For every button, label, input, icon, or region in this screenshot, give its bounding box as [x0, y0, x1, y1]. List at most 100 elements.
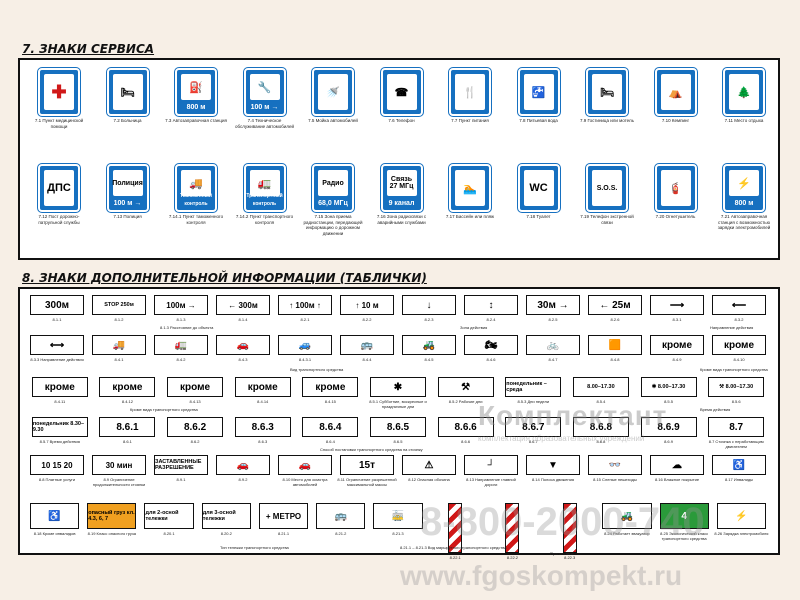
info-group-label: 8.1.3 Расстояние до объекта — [160, 325, 214, 330]
info-plate-caption: 8.5.5 — [664, 399, 673, 404]
service-sign-subtext: 100 м → — [250, 104, 279, 111]
service-sign-caption: 7.7 Пункт питания — [451, 118, 489, 123]
info-plate: ♿ — [30, 503, 80, 529]
service-sign-caption: 7.6 Телефон — [388, 118, 415, 123]
service-sign-caption: 7.4 Техническое обслуживание автомобилей — [235, 118, 294, 129]
service-sign-symbol: Полиция — [112, 170, 143, 196]
service-sign: ☎7.6 Телефон — [371, 67, 433, 124]
service-sign: 🔧 100 м → 7.4 Техническое обслуживание авт… — [234, 67, 296, 129]
info-plate: для 3-осной тележки — [201, 503, 251, 529]
info-plate: ⟶ — [650, 295, 704, 315]
info-plate-caption: 8.4.3 — [238, 357, 248, 362]
service-sign-plate: ⛺ — [653, 67, 698, 117]
service-sign-plate: ⚡ 800 м — [722, 163, 766, 213]
service-sign-plate: ДПС — [37, 163, 81, 213]
info-plate: 🚗 — [216, 455, 270, 475]
info-plate-caption: 8.4.6 — [486, 357, 496, 362]
service-sign-symbol: ✚ — [44, 74, 74, 110]
info-plate-caption: 8.9 Ограничение продолжительности стоянк… — [92, 477, 146, 487]
info-group-label: Способ постановки транспортного средства… — [320, 447, 423, 452]
info-plate-caption: 8.3.2 — [734, 317, 744, 322]
info-plate-caption: 8.20.1 — [163, 531, 175, 536]
info-plate: ⚡ — [716, 503, 766, 529]
info-plate: ↕ — [464, 295, 518, 315]
info-plate-caption: 8.1.3 — [176, 317, 186, 322]
info-plate-caption: 8.1.4 — [238, 317, 248, 322]
info-plate: понедельник 8.30–9.30 — [31, 417, 88, 437]
info-plate-caption: 8.4.15 — [324, 399, 336, 404]
service-sign-subtext: 800 м — [734, 200, 754, 207]
info-plate-caption: 8.4.1 — [114, 357, 124, 362]
info-plate: 100м → — [154, 295, 208, 315]
section7-title: 7. ЗНАКИ СЕРВИСА — [22, 42, 155, 56]
info-plate-caption: 8.21.2 — [335, 531, 347, 536]
info-plate: 8.6.4 — [302, 417, 359, 437]
info-plate-caption: 8.5.4 — [596, 399, 606, 404]
info-plate-caption: 8.22.1 — [449, 555, 461, 560]
service-sign-symbol: ⛽ — [181, 74, 211, 100]
info-plate: ← 25м — [588, 295, 642, 315]
info-plate-caption: 8.22.3 — [564, 555, 576, 560]
info-plate: ┘ — [464, 455, 518, 475]
info-plate-caption: 8.20.2 — [220, 531, 232, 536]
info-plate: ▼ — [526, 455, 580, 475]
service-sign-plate: 🛏 — [585, 67, 629, 117]
info-plate-caption: 8.6.7 — [528, 439, 538, 444]
info-plate: 30м → — [526, 295, 580, 315]
service-sign: S.O.S.7.19 Телефон экстренной связи — [576, 163, 638, 225]
service-sign-caption: 7.14.2 Пункт транспортного контроля — [235, 214, 294, 225]
info-plate: 🟧 — [588, 335, 642, 355]
info-plate: 8.6.2 — [167, 417, 224, 437]
info-plate: 🚗 — [216, 335, 270, 355]
service-sign-plate: S.O.S. — [585, 163, 629, 213]
info-plate: ⟷ — [30, 335, 84, 355]
info-plate-caption: 8.6.1 — [122, 439, 132, 444]
info-plate-caption: 8.2.4 — [486, 317, 496, 322]
info-plate: 🚙 — [278, 335, 332, 355]
service-sign-symbol: ⚡ — [729, 170, 759, 196]
section8-title: 8. ЗНАКИ ДОПОЛНИТЕЛЬНОЙ ИНФОРМАЦИИ (ТАБЛ… — [22, 271, 427, 285]
service-sign-symbol: 🧯 — [660, 170, 691, 206]
info-plate-caption: 8.6.4 — [325, 439, 335, 444]
info-plate — [448, 503, 463, 553]
info-plate — [505, 503, 520, 553]
info-plate: кроме — [650, 335, 704, 355]
service-sign-symbol: 🔧 — [249, 74, 280, 100]
service-sign-symbol: 🍴 — [455, 74, 485, 110]
service-sign-caption: 7.12 Пост дорожно-патрульной службы — [38, 214, 80, 225]
info-plate-caption: 8.4.12 — [121, 399, 133, 404]
info-plate: 8.6.1 — [99, 417, 156, 437]
info-plate: ⟵ — [712, 295, 766, 315]
service-sign-caption: 7.14.1 Пункт таможенного контроля — [168, 214, 224, 225]
info-plate-caption: 8.1.1 — [52, 317, 62, 322]
service-sign-plate: 🌲 — [722, 67, 766, 117]
info-plate: 8.6.3 — [234, 417, 291, 437]
service-sign-plate: 🚚Таможенный контроль — [174, 163, 218, 213]
info-plate-caption: 8.4.3.1 — [298, 357, 312, 362]
service-sign-caption: 7.19 Телефон экстренной связи — [580, 214, 634, 225]
service-sign: 🏊7.17 Бассейн или пляж — [439, 163, 501, 220]
info-plate-caption: 8.6.6 — [461, 439, 471, 444]
info-plate-caption: 8.4.4 — [362, 357, 372, 362]
info-plate-caption: 8.5.6 — [731, 399, 741, 404]
info-plate-caption: 8.2.6 — [610, 317, 620, 322]
service-sign-symbol: 🚚 — [181, 170, 211, 196]
service-sign-caption: 7.18 Туалет — [526, 214, 551, 219]
info-plate-caption: 8.2.1 — [300, 317, 310, 322]
info-plate: 🚜 — [602, 503, 652, 529]
info-plate-caption: 8.4.13 — [189, 399, 201, 404]
info-group-label: Вид транспортного средства — [290, 367, 344, 372]
service-sign: 🚿7.5 Мойка автомобилей — [302, 67, 364, 124]
info-plate-caption: 8.2.5 — [548, 317, 558, 322]
service-sign-plate: ⛽800 м — [174, 67, 218, 117]
info-plate-caption: 8.6.9 — [664, 439, 673, 444]
service-sign-subtext: Таможенный контроль — [180, 193, 212, 207]
info-plate-caption: 8.5.3 Дни недели — [517, 399, 550, 404]
service-sign-caption: 7.2 Больница — [113, 118, 142, 123]
service-sign: ✚7.1 Пункт медицинской помощи — [28, 67, 90, 129]
